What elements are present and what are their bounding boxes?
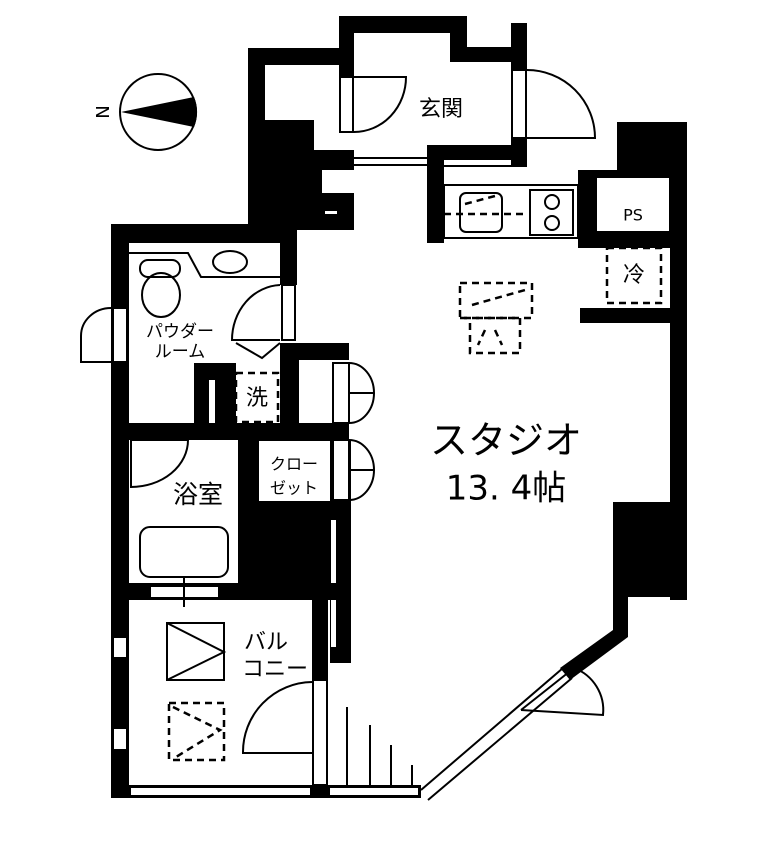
wall <box>450 47 527 62</box>
dashed-fixture <box>460 288 526 355</box>
wall <box>111 423 349 440</box>
step <box>354 157 429 166</box>
wall <box>248 48 339 65</box>
exterior-door-swing <box>80 307 112 363</box>
wall <box>312 600 328 680</box>
bay-window <box>420 667 573 801</box>
stove <box>529 189 574 236</box>
pipe-space-label: PS <box>623 206 643 225</box>
outdoor-unit-mark <box>166 622 227 681</box>
wall-opening <box>325 211 337 214</box>
wall <box>111 224 297 243</box>
burner-icon <box>544 215 560 231</box>
wall <box>613 502 687 597</box>
balcony-label: バル <box>244 630 288 655</box>
dashed-fixture <box>458 281 534 320</box>
powder-room-label: パウダー <box>146 322 214 342</box>
balcony-label: コニー <box>242 657 308 682</box>
studio-size-label: 13. 4帖 <box>446 469 567 509</box>
wall <box>580 308 670 323</box>
window <box>112 727 128 751</box>
wall <box>560 597 628 680</box>
window <box>112 636 128 659</box>
toilet-tank <box>139 259 181 278</box>
washer-tap <box>235 342 281 360</box>
bay-door-swing <box>520 667 605 717</box>
wall <box>339 16 467 33</box>
studio-label: スタジオ <box>430 419 582 463</box>
washer-label: 洗 <box>246 386 268 411</box>
powder-room-label: ルーム <box>155 342 206 362</box>
stairs <box>346 707 413 785</box>
fridge-space <box>605 246 663 305</box>
inner-door-swing <box>353 76 408 133</box>
entrance-label: 玄関 <box>419 97 463 122</box>
wall-opening <box>209 380 215 423</box>
wall <box>280 224 297 285</box>
balcony-door-frame <box>312 679 328 786</box>
closet-label: ゼット <box>270 479 318 498</box>
bathtub <box>139 526 229 578</box>
wall <box>280 343 299 433</box>
entrance-door-frame <box>511 69 527 139</box>
sink-dashed <box>444 194 525 216</box>
walls <box>111 16 687 801</box>
fridge-label: 冷 <box>623 263 645 288</box>
wall-opening <box>444 160 511 165</box>
window <box>328 786 420 797</box>
washer-space <box>234 371 280 424</box>
inner-door-frame <box>339 76 354 133</box>
balcony-door-swing <box>241 681 313 754</box>
bathroom-label: 浴室 <box>173 480 223 509</box>
fixtures <box>129 184 663 762</box>
entrance-door-swing <box>526 69 597 139</box>
dashed-fixture-mark <box>172 705 223 759</box>
north-label: N <box>93 105 114 118</box>
closet-label: クロー <box>270 455 318 474</box>
window <box>331 520 336 583</box>
outdoor-unit <box>166 622 225 681</box>
window <box>331 600 336 647</box>
washbasin <box>212 250 248 274</box>
powder-room-door-swing <box>230 284 281 341</box>
closet-door-frame <box>332 439 350 501</box>
north-arrow-icon <box>121 97 198 127</box>
window <box>129 786 312 797</box>
pipe-space <box>595 176 671 233</box>
door-frame <box>281 284 296 341</box>
burner-icon <box>544 194 560 210</box>
toilet-bowl <box>141 272 181 318</box>
wall <box>248 48 265 230</box>
sink <box>459 192 503 233</box>
closet <box>257 439 333 503</box>
powder-room-door-frame <box>112 307 128 363</box>
kitchen-counter <box>443 184 579 239</box>
bathroom-door-swing <box>130 439 190 489</box>
doors <box>80 69 605 785</box>
closet-door-swing <box>348 362 376 424</box>
room-labels: 玄関 PS 冷 洗 パウダー ルーム 浴室 クロー ゼット バル コニー スタジ… <box>146 97 645 682</box>
dashed-fixture <box>167 701 226 762</box>
wall <box>427 145 444 243</box>
closet-door-frame <box>332 362 350 424</box>
vanity-counter <box>129 252 280 278</box>
wall <box>265 120 314 230</box>
closet-door-swing <box>348 439 376 501</box>
wall-opening <box>322 170 354 193</box>
compass: N <box>93 73 198 151</box>
